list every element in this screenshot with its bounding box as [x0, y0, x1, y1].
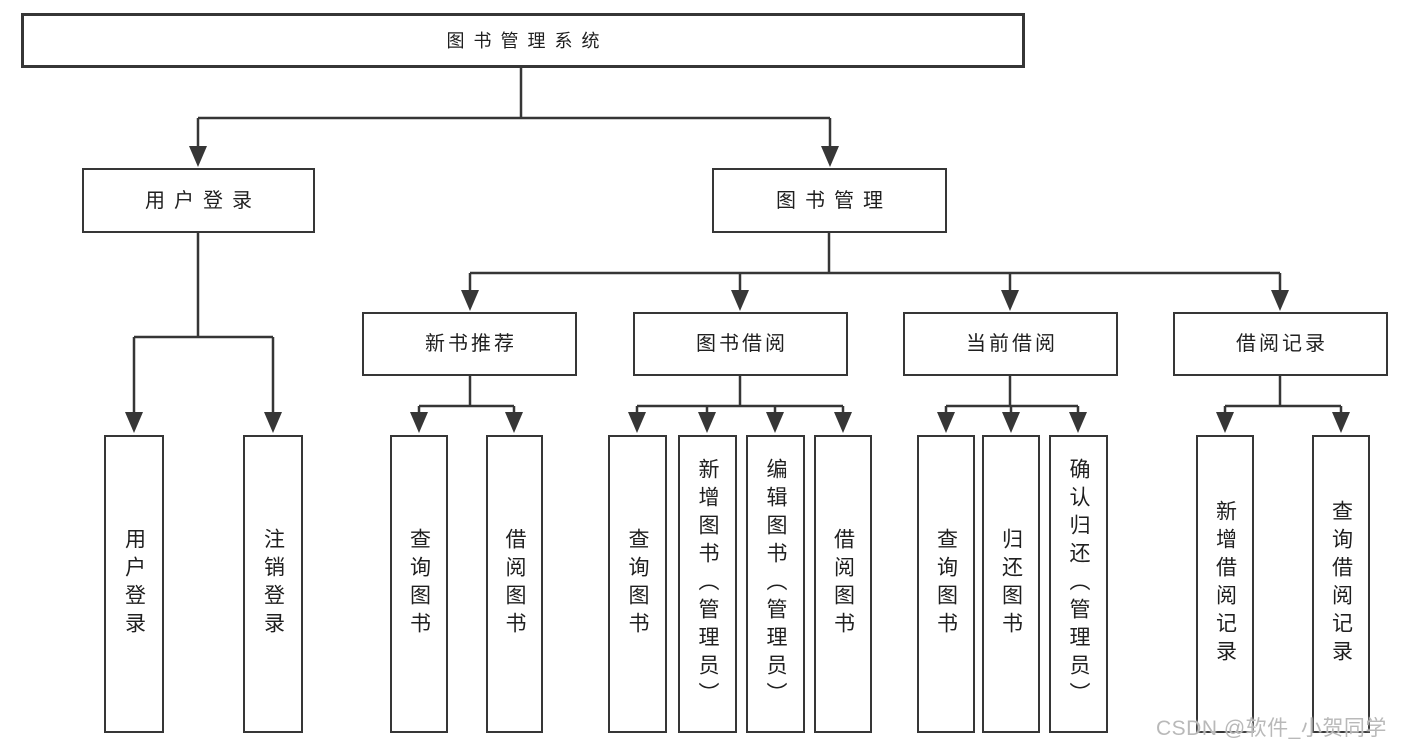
leaf-logout: 注销登录 [243, 435, 303, 733]
leaf-add-book-admin: 新增图书（管理员） [678, 435, 737, 733]
leaf-add-borrow-record: 新增借阅记录 [1196, 435, 1254, 733]
node-borrow-records: 借阅记录 [1173, 312, 1388, 376]
node-new-book-recommend: 新书推荐 [362, 312, 577, 376]
leaf-borrow-book: 借阅图书 [814, 435, 872, 733]
node-current-borrowing: 当前借阅 [903, 312, 1118, 376]
leaf-borrow-book-recommend: 借阅图书 [486, 435, 543, 733]
leaf-query-borrow-record: 查询借阅记录 [1312, 435, 1370, 733]
leaf-query-book-borrow: 查询图书 [608, 435, 667, 733]
leaf-return-book: 归还图书 [982, 435, 1040, 733]
leaf-query-book-current: 查询图书 [917, 435, 975, 733]
leaf-confirm-return-admin: 确认归还（管理员） [1049, 435, 1108, 733]
node-root-library-system: 图书管理系统 [21, 13, 1025, 68]
arrowheads [125, 146, 1350, 433]
node-book-management: 图书管理 [712, 168, 947, 233]
leaf-edit-book-admin: 编辑图书（管理员） [746, 435, 805, 733]
leaf-query-book-recommend: 查询图书 [390, 435, 448, 733]
leaf-user-login: 用户登录 [104, 435, 164, 733]
node-book-borrowing: 图书借阅 [633, 312, 848, 376]
csdn-watermark: CSDN @软件_小贺同学 [1156, 717, 1387, 740]
node-user-login: 用户登录 [82, 168, 315, 233]
